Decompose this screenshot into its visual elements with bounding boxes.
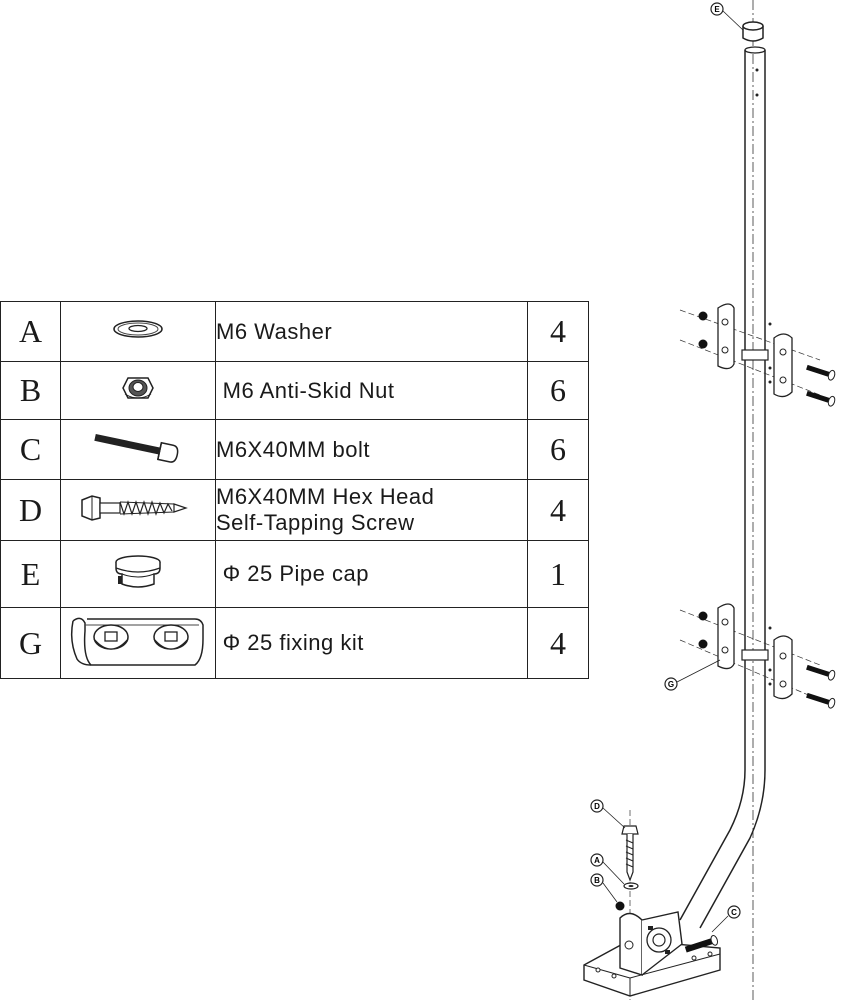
part-name: Φ 25 Pipe cap — [215, 540, 528, 608]
fixing-kit-icon — [60, 607, 216, 679]
hex-screw-part — [621, 825, 639, 882]
part-name: M6X40MM Hex Head Self-Tapping Screw — [215, 479, 528, 541]
callout-label: A — [594, 856, 600, 865]
part-letter: D — [0, 479, 61, 541]
part-name-line: Self-Tapping Screw — [216, 510, 415, 535]
callout-label: B — [594, 876, 600, 885]
table-row: D M6X40MM Hex Head Self-Tapping Screw 4 — [0, 479, 589, 541]
parts-table: A M6 Washer 4 B M6 Anti-Skid Nut 6 C — [0, 301, 589, 679]
callout-label: D — [594, 802, 600, 811]
part-name-line: M6X40MM Hex Head — [216, 484, 435, 509]
callout-d: D — [590, 799, 626, 829]
part-quantity: 4 — [527, 479, 589, 541]
side-bolt-part — [684, 935, 719, 953]
part-name: M6 Washer — [215, 301, 528, 362]
part-name: Φ 25 fixing kit — [215, 607, 528, 679]
part-letter: G — [0, 607, 61, 679]
table-row: B M6 Anti-Skid Nut 6 — [0, 361, 589, 420]
part-letter: A — [0, 301, 61, 362]
base-bracket — [583, 911, 721, 997]
bolt-icon — [60, 419, 216, 480]
part-name: M6X40MM bolt — [215, 419, 528, 480]
callout-label: G — [668, 680, 674, 689]
part-name: M6 Anti-Skid Nut — [215, 361, 528, 420]
screw-icon — [60, 479, 216, 541]
washer-icon — [60, 301, 216, 362]
pipe-cap-part — [742, 21, 764, 42]
washer-part — [623, 882, 639, 890]
callout-c: C — [711, 905, 741, 933]
callout-g: G — [664, 659, 721, 691]
part-quantity: 6 — [527, 361, 589, 420]
lower-fixing-kit — [679, 603, 836, 709]
callout-a: A — [590, 853, 625, 885]
part-quantity: 1 — [527, 540, 589, 608]
part-quantity: 6 — [527, 419, 589, 480]
table-row: A M6 Washer 4 — [0, 301, 589, 362]
callout-b: B — [590, 873, 618, 903]
part-letter: B — [0, 361, 61, 420]
mast-assembly-diagram: E — [583, 0, 836, 1000]
part-quantity: 4 — [527, 607, 589, 679]
table-row: C M6X40MM bolt 6 — [0, 419, 589, 480]
nut-part — [615, 901, 625, 911]
mast-pipe — [679, 46, 766, 929]
nut-icon — [60, 361, 216, 420]
table-row: E Φ 25 Pipe cap 1 — [0, 540, 589, 608]
pipe-cap-icon — [60, 540, 216, 608]
part-letter: E — [0, 540, 61, 608]
upper-fixing-kit — [679, 303, 836, 407]
table-row: G Φ 25 fixing kit 4 — [0, 607, 589, 679]
part-letter: C — [0, 419, 61, 480]
callout-label: E — [714, 5, 720, 14]
callout-e: E — [710, 2, 744, 31]
callout-label: C — [731, 908, 737, 917]
